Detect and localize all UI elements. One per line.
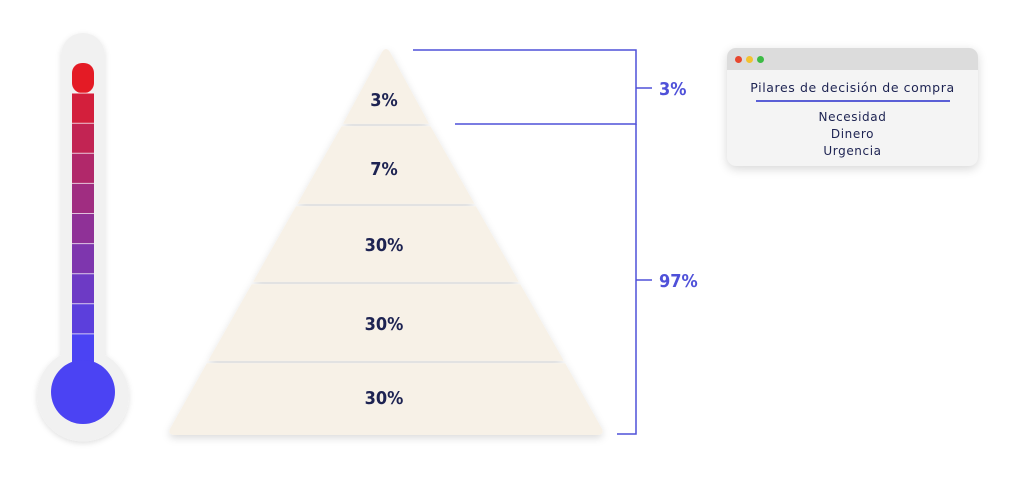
pyramid-tier	[253, 206, 519, 282]
thermometer-segment	[72, 63, 94, 94]
tier-5-label: 30%	[365, 388, 404, 409]
bracket-bottom: 97%	[617, 124, 698, 435]
thermometer-scale	[72, 63, 94, 376]
thermometer-segment	[72, 123, 94, 154]
thermometer-bulb	[51, 360, 115, 424]
pyramid-tier	[208, 284, 564, 361]
thermometer-segment	[72, 153, 94, 184]
pyramid-tier	[342, 49, 430, 124]
window-title-bar	[727, 48, 978, 70]
bracket-bottom-line	[617, 124, 637, 435]
decision-pillars-card: Pilares de decisión de compra Necesidad …	[727, 48, 978, 166]
thermometer-segment	[72, 93, 94, 124]
tier-3-label: 30%	[365, 235, 404, 256]
thermometer-segment	[72, 273, 94, 304]
pyramid-tier	[297, 126, 475, 204]
card-title: Pilares de decisión de compra	[750, 80, 955, 95]
window-maximize-dot-icon	[757, 56, 764, 63]
pyramid	[169, 49, 603, 435]
thermometer-segment	[72, 243, 94, 274]
window-close-dot-icon	[735, 56, 742, 63]
thermometer-segment	[72, 183, 94, 214]
tier-4-label: 30%	[365, 314, 404, 335]
tier-1-label: 3%	[370, 90, 398, 111]
card-item-list: Necesidad Dinero Urgencia	[727, 109, 978, 160]
thermometer-segment	[72, 303, 94, 334]
pyramid-labels: 3% 7% 30% 30% 30%	[365, 90, 404, 409]
window-minimize-dot-icon	[746, 56, 753, 63]
bracket-top-label: 3%	[659, 79, 687, 100]
bracket-bottom-label: 97%	[659, 271, 698, 292]
bracket-top: 3%	[413, 49, 687, 125]
pyramid-tier	[169, 363, 603, 435]
card-item: Dinero	[830, 126, 875, 141]
card-item: Necesidad	[818, 109, 887, 124]
tier-2-label: 7%	[370, 159, 398, 180]
thermometer	[37, 33, 130, 442]
bracket-top-line	[413, 49, 637, 125]
card-item: Urgencia	[823, 143, 882, 158]
thermometer-segment	[72, 213, 94, 244]
card-divider	[755, 100, 950, 102]
